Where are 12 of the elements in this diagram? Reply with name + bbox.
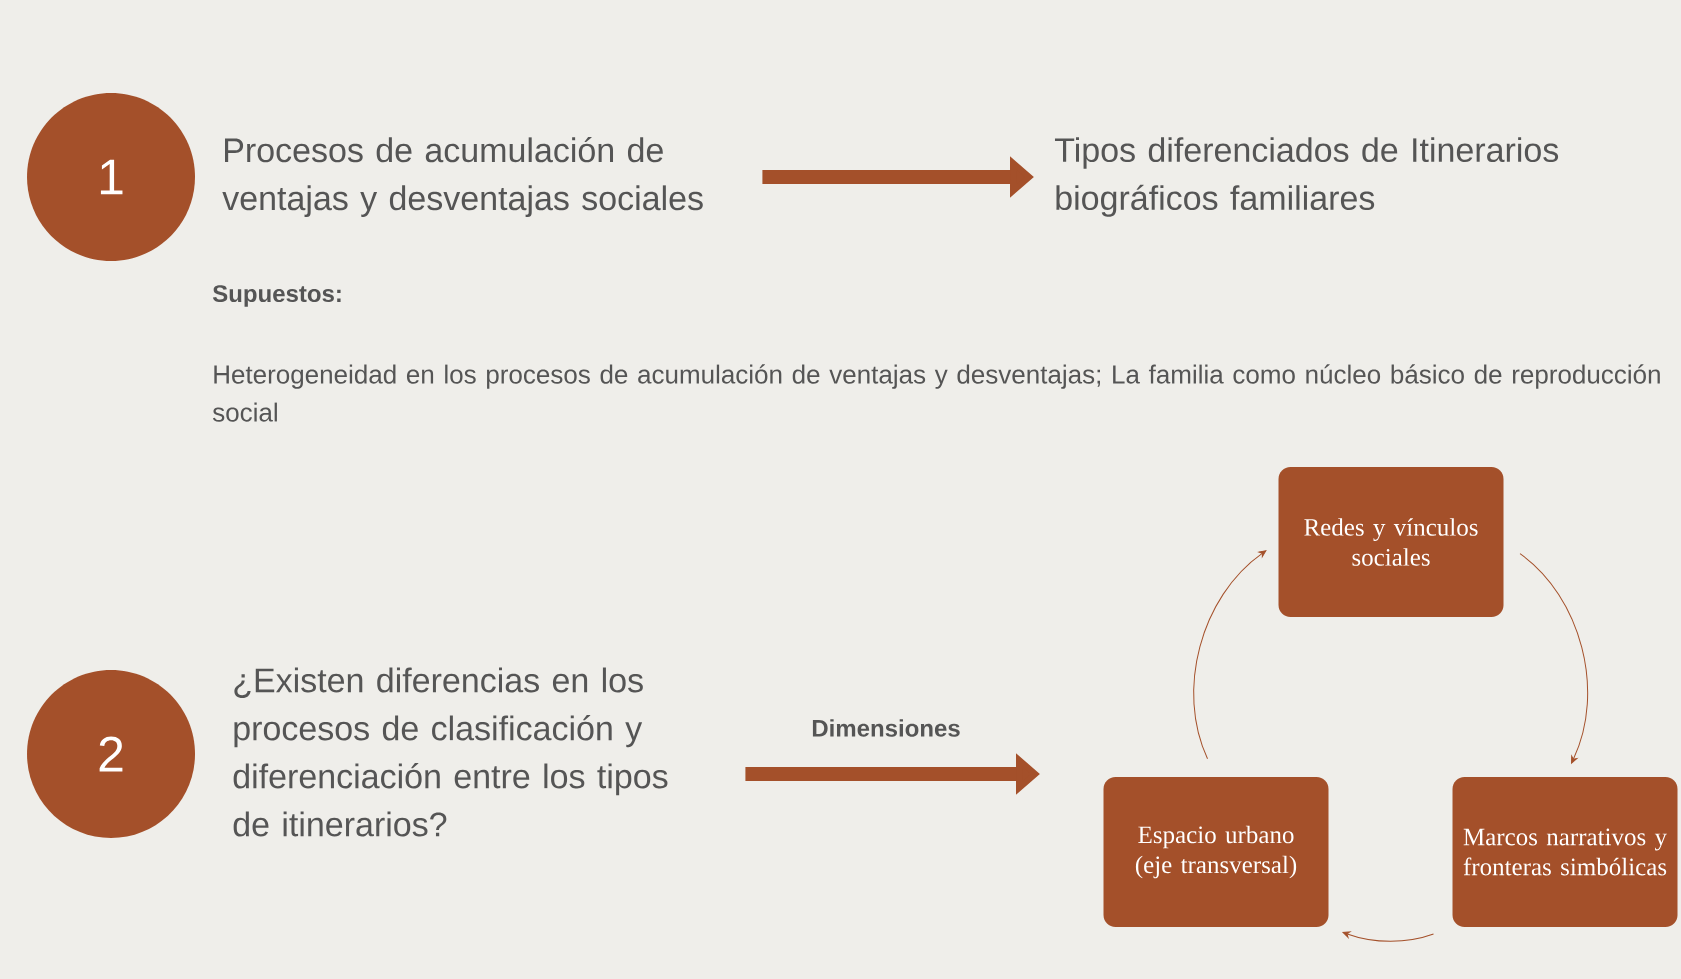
statement-text: Tipos diferenciados de Itinerarios biográficos familiares <box>1055 137 1559 217</box>
arrow <box>1342 931 1434 942</box>
dimension-box: Redes y vínculos sociales <box>1278 467 1504 617</box>
assumption-text: Heterogeneidad en los procesos de acumulación de ventajas y desventajas; La familia como núcleo básico de reproducción social <box>212 364 1660 422</box>
arrow <box>1519 553 1588 764</box>
dimension-box: Marcos narrativos y fronteras simbólicas <box>1452 777 1678 927</box>
dimension-box: Espacio urbano (eje transversal) <box>1103 777 1329 927</box>
edge-label: Dimensiones <box>812 719 960 737</box>
arrow <box>1193 550 1267 760</box>
statement-text: Procesos de acumulación de ventajas y desventajas sociales <box>222 136 703 218</box>
statement-text: ¿Existen diferencias en los procesos de clasificación y diferenciación entre los tipos de itinerarios? <box>233 667 668 837</box>
heading-text: Supuestos: <box>212 285 341 307</box>
